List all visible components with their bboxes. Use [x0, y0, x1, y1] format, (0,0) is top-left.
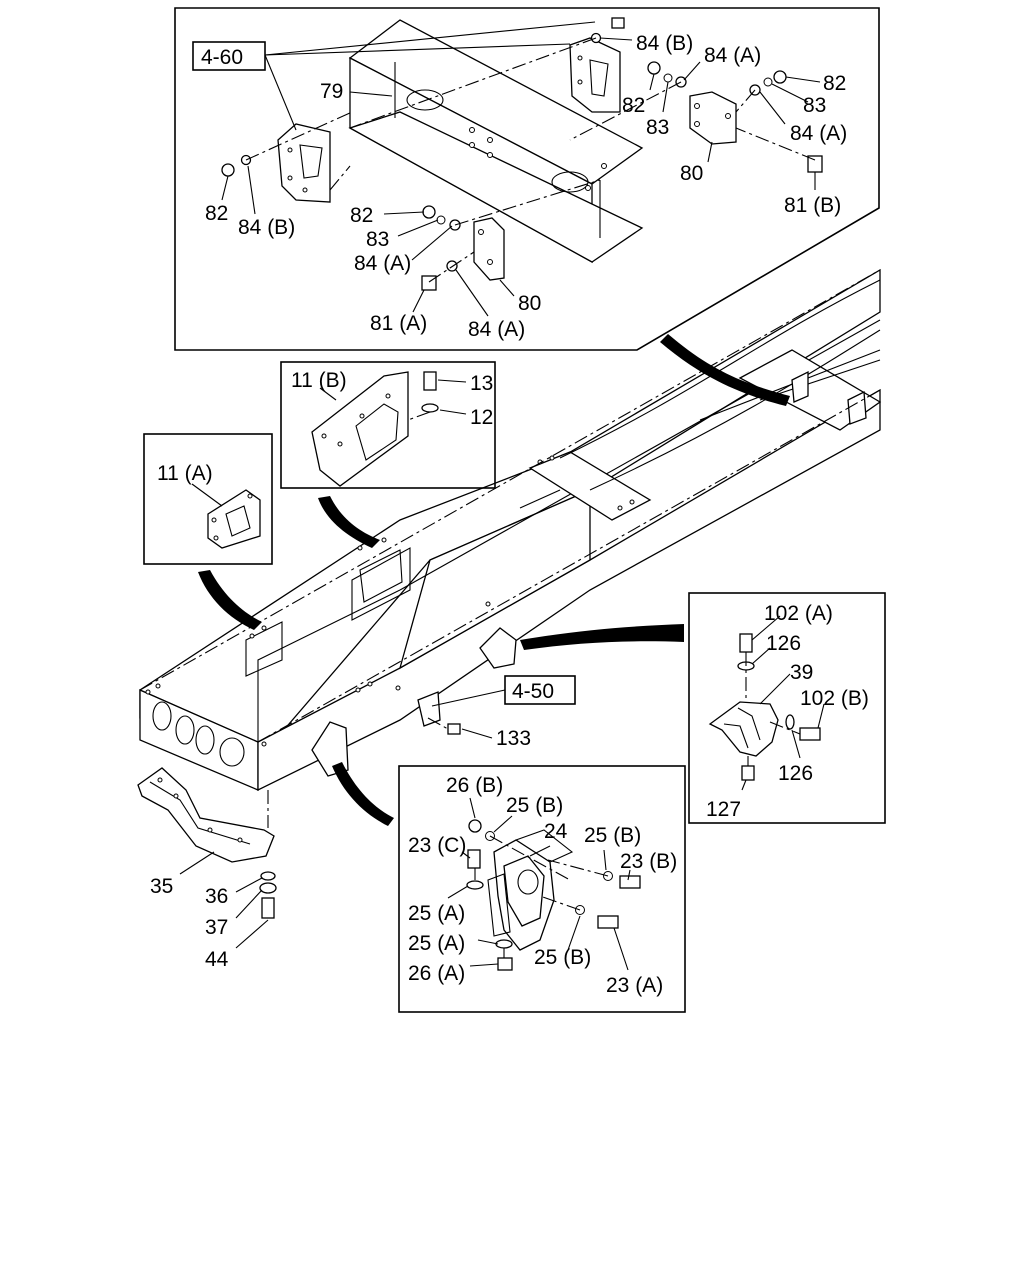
bolt-102b [799, 727, 821, 741]
fasteners-35 [179, 851, 277, 949]
washer-25a-bottom [495, 939, 513, 949]
callout-133: 133 [496, 727, 531, 750]
ref-4-60: 4-60 [201, 46, 243, 69]
pointer-arrow-4-60 [660, 334, 790, 406]
insert-box-11a: 11 (A) [143, 433, 273, 565]
pointer-arrow-11a [198, 570, 262, 630]
callout-23b: 23 (B) [620, 850, 677, 873]
callout-23c: 23 (C) [408, 834, 466, 857]
callout-84b-left: 84 (B) [238, 216, 295, 239]
callout-25a-lower: 25 (A) [408, 932, 465, 955]
nut-26a [497, 957, 513, 971]
callout-102b: 102 (B) [800, 687, 869, 710]
callout-84a-top: 84 (A) [704, 44, 761, 67]
bolt-102a [739, 633, 753, 653]
washer-126-side [785, 714, 795, 730]
callout-35: 35 [150, 875, 173, 898]
callout-25a-upper: 25 (A) [408, 902, 465, 925]
callout-44: 44 [205, 948, 229, 971]
callout-84a-right: 84 (A) [790, 122, 847, 145]
callout-37: 37 [205, 916, 228, 939]
cross-member-79 [348, 19, 644, 264]
pointer-arrow-39 [520, 624, 684, 650]
insert-box-24: 26 (B) 25 (B) 24 23 (C) 25 (B) 23 (B) 25… [398, 765, 686, 1013]
ref-4-50: 4-50 [512, 680, 554, 703]
callout-24: 24 [544, 820, 568, 843]
chassis-frame [139, 268, 882, 828]
callout-25b-right: 25 (B) [584, 824, 641, 847]
bolt-23b [619, 875, 641, 889]
callout-82-right: 82 [823, 72, 846, 95]
bolt-133 [447, 723, 461, 735]
hanger-24-on-frame [311, 721, 349, 777]
callout-83-mid: 83 [646, 116, 669, 139]
pointer-arrow-11b [318, 496, 380, 548]
fasteners-top [221, 17, 823, 291]
callout-26a: 26 (A) [408, 962, 465, 985]
callout-84a-lower: 84 (A) [354, 252, 411, 275]
bracket-39 [708, 701, 779, 757]
bolt-13 [423, 371, 437, 391]
bolt-23a [597, 915, 619, 929]
callout-39: 39 [790, 661, 813, 684]
callout-25b-top: 25 (B) [506, 794, 563, 817]
callout-83-right: 83 [803, 94, 826, 117]
callout-79: 79 [320, 80, 343, 103]
callout-12: 12 [470, 406, 493, 429]
cross-member-detail-box: 4-60 84 (B) 84 (A) 82 83 82 83 84 (A) 79… [174, 7, 880, 351]
callout-84b-top: 84 (B) [636, 32, 693, 55]
callout-11b: 11 (B) [291, 369, 347, 392]
callout-82-lower: 82 [350, 204, 373, 227]
callout-84a-bottom: 84 (A) [468, 318, 525, 341]
callout-36: 36 [205, 885, 228, 908]
callout-80-upper: 80 [680, 162, 703, 185]
callout-26b: 26 (B) [446, 774, 503, 797]
pointer-arrow-24 [332, 762, 394, 826]
gusset-right [569, 37, 621, 113]
washer-12 [421, 403, 439, 413]
callout-23a: 23 (A) [606, 974, 663, 997]
callout-126-top: 126 [766, 632, 801, 655]
callout-127: 127 [706, 798, 741, 821]
callout-82-left: 82 [205, 202, 228, 225]
bracket-133-on-frame [417, 691, 441, 727]
bolt-23c [467, 849, 481, 869]
nut-127 [741, 765, 755, 781]
nut-26b [468, 819, 482, 833]
callout-102a: 102 (A) [764, 602, 833, 625]
washer-25a-top [466, 880, 484, 890]
insert-box-11b: 11 (B) 13 12 [280, 361, 496, 489]
callout-81b: 81 (B) [784, 194, 841, 217]
callout-25b-bottom: 25 (B) [534, 946, 591, 969]
callout-81a: 81 (A) [370, 312, 427, 335]
tank-strap-35 [137, 767, 275, 863]
callout-83-lower: 83 [366, 228, 389, 251]
callout-82-mid: 82 [622, 94, 645, 117]
bracket-80-upper [689, 91, 737, 145]
insert-box-39: 102 (A) 126 39 102 (B) 126 127 [688, 592, 886, 824]
bracket-39-on-frame [479, 627, 517, 669]
bracket-80-lower [473, 217, 505, 281]
gusset-left [277, 123, 331, 203]
callout-13: 13 [470, 372, 493, 395]
callout-11a: 11 (A) [157, 462, 213, 485]
callout-80-lower: 80 [518, 292, 541, 315]
callout-126-bottom: 126 [778, 762, 813, 785]
